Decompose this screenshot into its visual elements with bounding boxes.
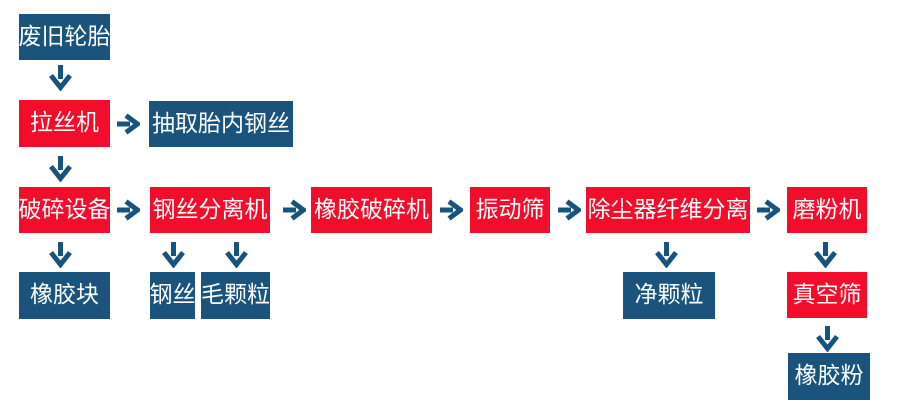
node-dust-fiber-separator: 除尘器纤维分离: [586, 187, 750, 233]
node-wire-separator: 钢丝分离机: [150, 187, 270, 233]
arrow-down-icon: [48, 64, 73, 91]
node-vacuum-screen: 真空筛: [787, 272, 867, 318]
node-crushing-equipment: 破碎设备: [19, 187, 111, 233]
node-vibrating-screen: 振动筛: [470, 187, 550, 233]
node-clean-granule: 净颗粒: [623, 272, 715, 319]
arrow-down-icon: [815, 325, 840, 352]
arrow-right-icon: [116, 199, 140, 221]
node-fiber-granule: 毛颗粒: [201, 272, 270, 319]
arrow-down-icon: [48, 241, 73, 268]
arrow-right-icon: [116, 113, 140, 135]
arrow-right-icon: [557, 199, 581, 221]
node-wire-drawing-machine: 拉丝机: [19, 100, 110, 147]
arrow-down-icon: [654, 241, 679, 268]
arrow-right-icon: [439, 199, 463, 221]
node-scrap-tire: 废旧轮胎: [19, 14, 111, 60]
node-extract-bead-wire: 抽取胎内钢丝: [149, 101, 293, 147]
arrow-right-icon: [282, 199, 306, 221]
arrow-down-icon: [161, 241, 186, 268]
node-steel-wire: 钢丝: [150, 272, 196, 319]
node-rubber-block: 橡胶块: [19, 272, 110, 319]
arrow-down-icon: [813, 241, 838, 268]
node-grinding-machine: 磨粉机: [787, 187, 867, 233]
arrow-down-icon: [48, 155, 73, 182]
arrow-right-icon: [756, 199, 780, 221]
arrow-down-icon: [224, 241, 249, 268]
node-rubber-crusher: 橡胶破碎机: [311, 187, 432, 233]
node-rubber-powder: 橡胶粉: [788, 353, 870, 400]
